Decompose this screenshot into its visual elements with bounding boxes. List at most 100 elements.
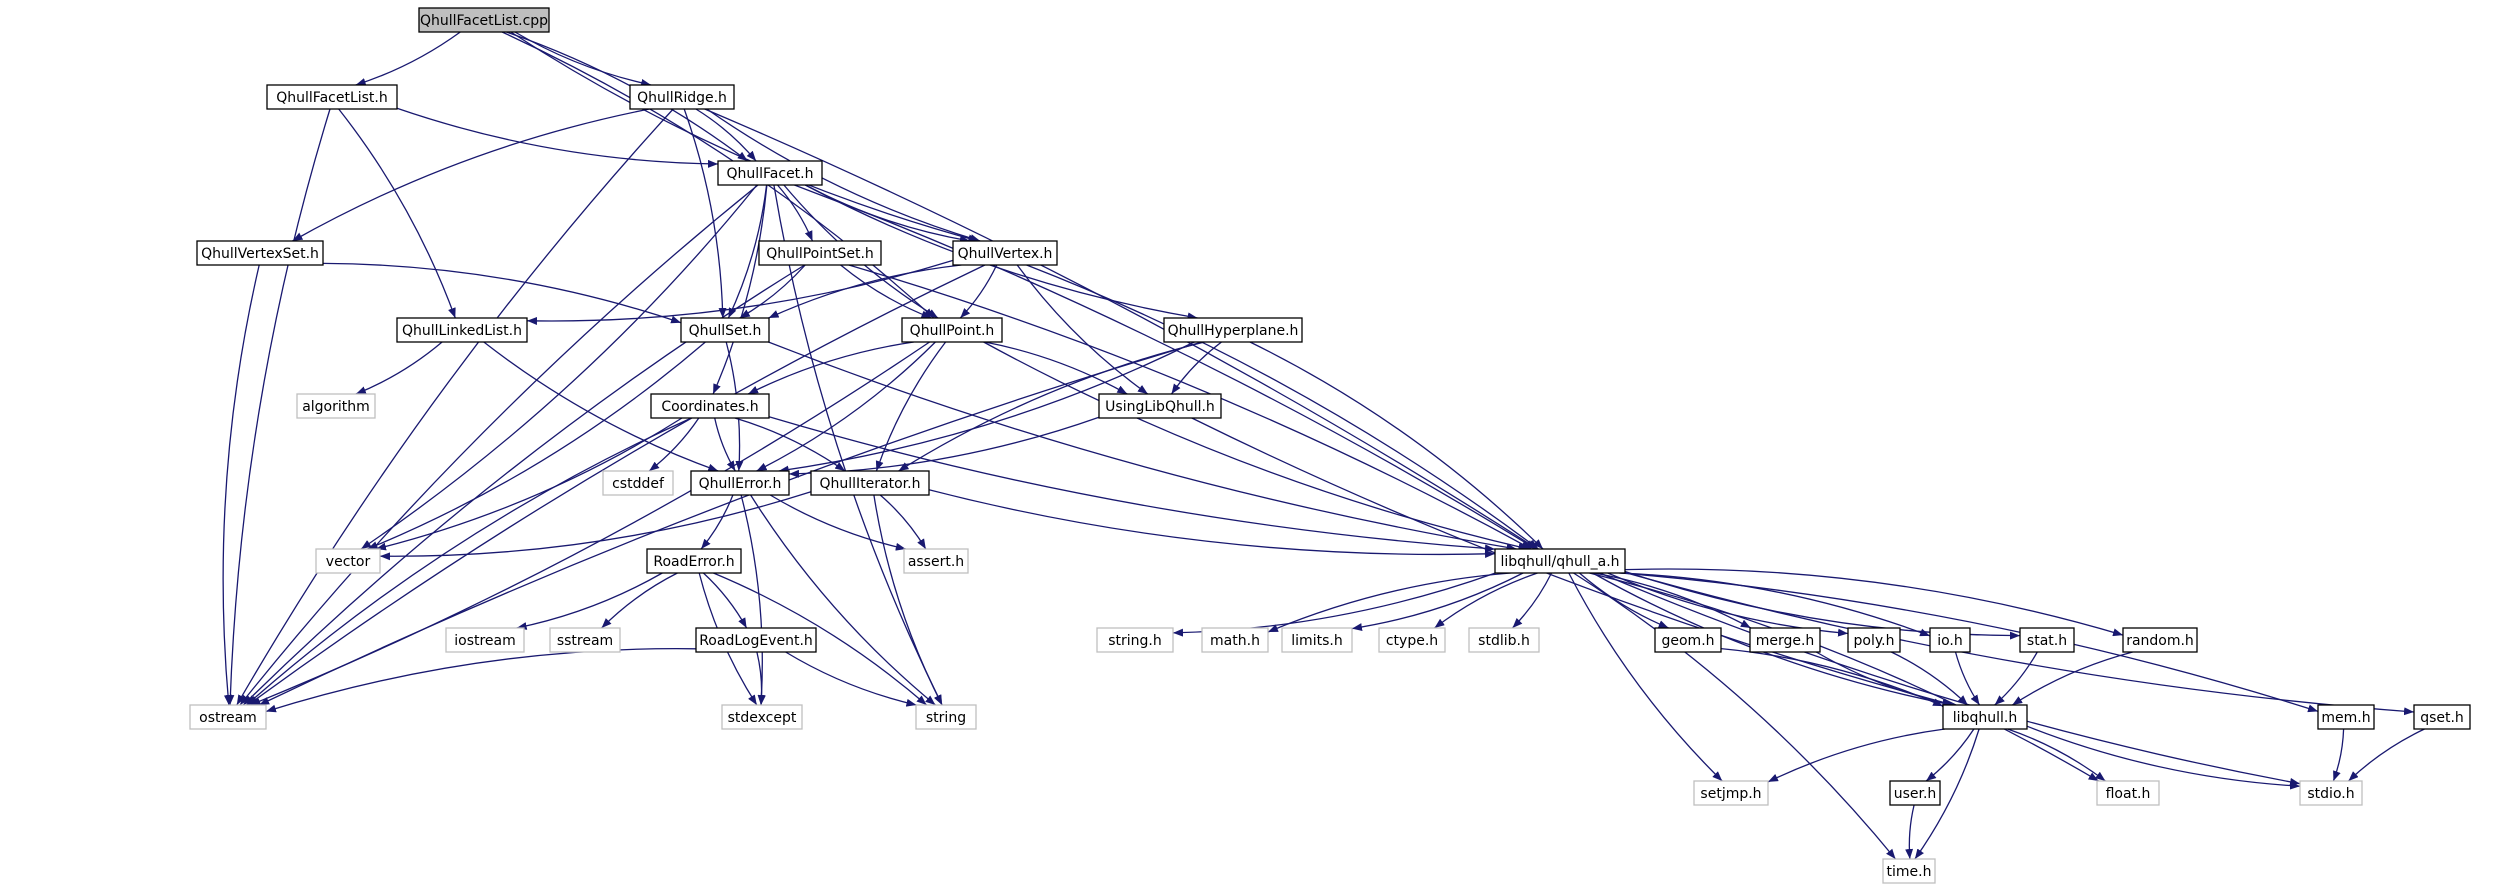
node-qset[interactable]: qset.h bbox=[2413, 704, 2471, 730]
node-label: QhullVertexSet.h bbox=[201, 246, 319, 262]
edge-hyper-to-ostream bbox=[258, 341, 1202, 706]
node-label: setjmp.h bbox=[1700, 786, 1761, 802]
node-merge[interactable]: merge.h bbox=[1749, 627, 1821, 653]
edge-rle-to-stdexcept bbox=[756, 651, 766, 706]
edge-set-to-qa bbox=[768, 341, 1517, 552]
edge-coords-to-iter bbox=[734, 417, 846, 472]
edge-geom-to-libqhull bbox=[1720, 647, 1944, 707]
edge-merge-to-libqhull bbox=[1815, 651, 1954, 707]
node-vertex[interactable]: QhullVertex.h bbox=[952, 240, 1058, 266]
node-using[interactable]: UsingLibQhull.h bbox=[1098, 393, 1222, 419]
edge-qa-to-string_h bbox=[1172, 572, 1496, 637]
node-io[interactable]: io.h bbox=[1929, 627, 1971, 653]
node-poly[interactable]: poly.h bbox=[1847, 627, 1901, 653]
edge-qa-to-io bbox=[1619, 572, 1931, 637]
node-box bbox=[445, 627, 525, 653]
node-label: QhullFacet.h bbox=[726, 166, 813, 182]
node-rle[interactable]: RoadLogEvent.h bbox=[695, 627, 817, 653]
node-stat[interactable]: stat.h bbox=[2019, 627, 2075, 653]
edge-mem-to-stdio bbox=[2332, 728, 2345, 782]
node-box bbox=[1847, 627, 1901, 653]
node-iter[interactable]: QhullIterator.h bbox=[810, 470, 930, 496]
node-set[interactable]: QhullSet.h bbox=[680, 317, 770, 343]
node-llist[interactable]: QhullLinkedList.h bbox=[396, 317, 528, 343]
node-box bbox=[1654, 627, 1722, 653]
node-box bbox=[2122, 627, 2198, 653]
edge-qa-to-math bbox=[1267, 572, 1511, 633]
edge-facet-to-qa bbox=[794, 184, 1536, 550]
edge-iter-to-qa bbox=[928, 489, 1496, 558]
edge-cpp-to-point bbox=[501, 31, 935, 319]
edge-ridge-to-ostream bbox=[236, 108, 674, 706]
node-fl_h[interactable]: QhullFacetList.h bbox=[266, 84, 398, 110]
node-box bbox=[650, 393, 770, 419]
edge-ridge-to-facet bbox=[695, 108, 757, 162]
node-cpp[interactable]: QhullFacetList.cpp bbox=[418, 7, 550, 33]
node-label: time.h bbox=[1887, 864, 1932, 880]
edge-ridge-to-vset bbox=[292, 108, 650, 242]
node-limits: limits.h bbox=[1281, 627, 1353, 653]
node-box bbox=[903, 548, 969, 574]
node-label: geom.h bbox=[1661, 633, 1714, 649]
node-label: stdlib.h bbox=[1478, 633, 1530, 649]
node-label: algorithm bbox=[302, 399, 370, 415]
edge-coords-to-ostream bbox=[246, 417, 692, 706]
node-label: stdexcept bbox=[728, 710, 797, 726]
node-coords[interactable]: Coordinates.h bbox=[650, 393, 770, 419]
node-geom[interactable]: geom.h bbox=[1654, 627, 1722, 653]
node-assert: assert.h bbox=[903, 548, 969, 574]
node-cstddef: cstddef bbox=[602, 470, 674, 496]
node-hyper[interactable]: QhullHyperplane.h bbox=[1163, 317, 1303, 343]
node-random[interactable]: random.h bbox=[2122, 627, 2198, 653]
edge-ridge-to-set bbox=[683, 108, 727, 319]
node-label: Coordinates.h bbox=[661, 399, 758, 415]
node-box bbox=[1693, 780, 1769, 806]
node-qa[interactable]: libqhull/qhull_a.h bbox=[1494, 548, 1626, 574]
node-label: limits.h bbox=[1291, 633, 1342, 649]
edge-qa-to-limits bbox=[1351, 572, 1524, 632]
edge-io-to-libqhull bbox=[1954, 651, 1981, 706]
node-box bbox=[901, 317, 1003, 343]
node-vset[interactable]: QhullVertexSet.h bbox=[196, 240, 324, 266]
node-facet[interactable]: QhullFacet.h bbox=[717, 160, 823, 186]
node-box bbox=[1468, 627, 1540, 653]
node-box bbox=[695, 627, 817, 653]
node-box bbox=[1889, 780, 1941, 806]
node-box bbox=[189, 704, 267, 730]
node-ridge[interactable]: QhullRidge.h bbox=[629, 84, 735, 110]
edge-qa-to-libqhull bbox=[1592, 572, 1953, 708]
node-label: QhullPoint.h bbox=[910, 323, 995, 339]
edge-point-to-coords bbox=[747, 341, 914, 395]
edge-hyper-to-qa bbox=[1249, 341, 1544, 550]
edge-cpp-to-fl_h bbox=[355, 31, 461, 86]
node-box bbox=[2299, 780, 2363, 806]
edge-using-to-error bbox=[788, 416, 1100, 478]
edge-ridge-to-vertex bbox=[706, 108, 981, 242]
node-libqhull[interactable]: libqhull.h bbox=[1942, 704, 2028, 730]
node-label: qset.h bbox=[2420, 710, 2464, 726]
edge-hyper-to-using bbox=[1170, 341, 1222, 395]
node-label: QhullPointSet.h bbox=[766, 246, 874, 262]
edge-libqhull-to-stdio bbox=[2026, 725, 2301, 790]
edge-roaderr-to-string bbox=[713, 572, 928, 706]
node-box bbox=[2413, 704, 2471, 730]
node-user[interactable]: user.h bbox=[1889, 780, 1941, 806]
edge-fl_h-to-ostream bbox=[226, 108, 331, 706]
node-roaderr[interactable]: RoadError.h bbox=[646, 548, 742, 574]
node-pset[interactable]: QhullPointSet.h bbox=[758, 240, 882, 266]
node-error[interactable]: QhullError.h bbox=[690, 470, 790, 496]
edge-rle-to-ostream bbox=[265, 648, 697, 713]
node-mem[interactable]: mem.h bbox=[2317, 704, 2375, 730]
edge-qset-to-stdio bbox=[2348, 728, 2425, 782]
node-box bbox=[952, 240, 1058, 266]
edge-qa-to-geom bbox=[1578, 572, 1669, 629]
edge-vertex-to-point bbox=[959, 264, 998, 319]
edge-pset-to-set bbox=[739, 264, 806, 319]
edge-coords-to-cstddef bbox=[648, 417, 700, 472]
node-label: QhullSet.h bbox=[689, 323, 762, 339]
edge-point-to-using bbox=[984, 341, 1128, 395]
node-point[interactable]: QhullPoint.h bbox=[901, 317, 1003, 343]
node-box bbox=[296, 393, 376, 419]
edge-vertex-to-using bbox=[1016, 264, 1149, 395]
node-box bbox=[721, 704, 803, 730]
